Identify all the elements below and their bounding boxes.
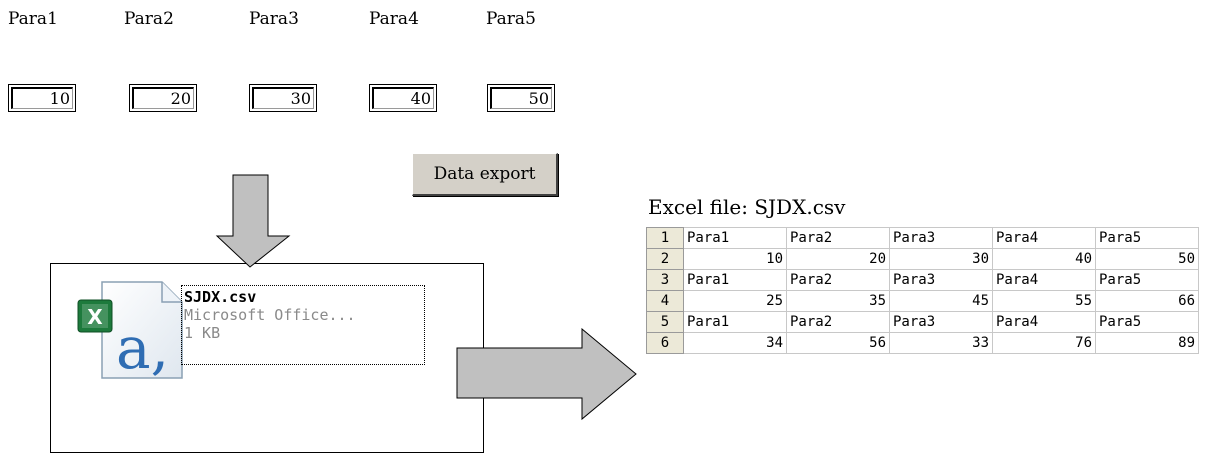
sheet-cell[interactable]: 76 <box>992 332 1096 354</box>
sheet-cell[interactable]: 34 <box>683 332 787 354</box>
data-export-button[interactable]: Data export <box>412 153 558 196</box>
sheet-row: 5 Para1 Para2 Para3 Para4 Para5 <box>646 311 1199 333</box>
param-label-2: Para2 <box>124 9 174 29</box>
sheet-cell[interactable]: 30 <box>889 248 993 270</box>
sheet-cell[interactable]: Para2 <box>786 227 890 249</box>
param-input-2[interactable] <box>132 87 194 109</box>
sheet-cell[interactable]: Para3 <box>889 311 993 333</box>
param-input-3[interactable] <box>252 87 314 109</box>
param-label-3: Para3 <box>249 9 299 29</box>
param-field-3 <box>249 84 317 112</box>
param-field-4 <box>369 84 437 112</box>
row-number: 1 <box>646 227 684 249</box>
right-arrow-icon <box>456 328 637 421</box>
sheet-cell[interactable]: Para1 <box>683 311 787 333</box>
file-size: 1 KB <box>184 324 221 342</box>
sheet-cell[interactable]: Para3 <box>889 269 993 291</box>
param-field-2 <box>129 84 197 112</box>
row-number: 5 <box>646 311 684 333</box>
sheet-cell[interactable]: Para2 <box>786 311 890 333</box>
sheet-cell[interactable]: 20 <box>786 248 890 270</box>
sheet-cell[interactable]: Para5 <box>1095 227 1199 249</box>
sheet-cell[interactable]: Para1 <box>683 269 787 291</box>
sheet-cell[interactable]: Para2 <box>786 269 890 291</box>
sheet-cell[interactable]: Para4 <box>992 311 1096 333</box>
sheet-cell[interactable]: Para5 <box>1095 269 1199 291</box>
sheet-cell[interactable]: 56 <box>786 332 890 354</box>
param-label-5: Para5 <box>486 9 536 29</box>
param-input-4[interactable] <box>372 87 434 109</box>
sheet-cell[interactable]: Para5 <box>1095 311 1199 333</box>
file-name: SJDX.csv <box>184 288 257 306</box>
sheet-cell[interactable]: Para4 <box>992 269 1096 291</box>
param-label-1: Para1 <box>8 9 58 29</box>
param-input-1[interactable] <box>11 87 73 109</box>
down-arrow-shape <box>215 174 291 268</box>
row-number: 2 <box>646 248 684 270</box>
sheet-cell[interactable]: 35 <box>786 290 890 312</box>
sheet-cell[interactable]: 50 <box>1095 248 1199 270</box>
param-input-5[interactable] <box>490 87 552 109</box>
excel-file-title: Excel file: SJDX.csv <box>648 195 846 219</box>
file-type: Microsoft Office... <box>184 306 356 324</box>
sheet-cell[interactable]: 40 <box>992 248 1096 270</box>
excel-csv-file-icon[interactable]: X a, <box>74 278 186 380</box>
row-number: 3 <box>646 269 684 291</box>
down-arrow-icon <box>215 174 291 268</box>
sheet-row: 6 34 56 33 76 89 <box>646 332 1199 354</box>
sheet-cell[interactable]: 33 <box>889 332 993 354</box>
sheet-cell[interactable]: 55 <box>992 290 1096 312</box>
file-info[interactable]: SJDX.csv Microsoft Office... 1 KB <box>181 285 425 365</box>
svg-text:a,: a, <box>116 314 169 380</box>
sheet-row: 4 25 35 45 55 66 <box>646 290 1199 312</box>
param-field-1 <box>8 84 76 112</box>
sheet-cell[interactable]: 66 <box>1095 290 1199 312</box>
row-number: 6 <box>646 332 684 354</box>
right-arrow-shape <box>456 328 637 421</box>
sheet-row: 2 10 20 30 40 50 <box>646 248 1199 270</box>
param-field-5 <box>487 84 555 112</box>
csv-sheet: 1 Para1 Para2 Para3 Para4 Para5 2 10 20 … <box>646 227 1199 354</box>
sheet-cell[interactable]: 25 <box>683 290 787 312</box>
sheet-row: 1 Para1 Para2 Para3 Para4 Para5 <box>646 227 1199 249</box>
sheet-row: 3 Para1 Para2 Para3 Para4 Para5 <box>646 269 1199 291</box>
sheet-cell[interactable]: 10 <box>683 248 787 270</box>
sheet-cell[interactable]: Para1 <box>683 227 787 249</box>
sheet-cell[interactable]: 45 <box>889 290 993 312</box>
row-number: 4 <box>646 290 684 312</box>
svg-text:X: X <box>87 305 103 329</box>
sheet-cell[interactable]: Para3 <box>889 227 993 249</box>
sheet-cell[interactable]: 89 <box>1095 332 1199 354</box>
param-label-4: Para4 <box>369 9 419 29</box>
sheet-cell[interactable]: Para4 <box>992 227 1096 249</box>
